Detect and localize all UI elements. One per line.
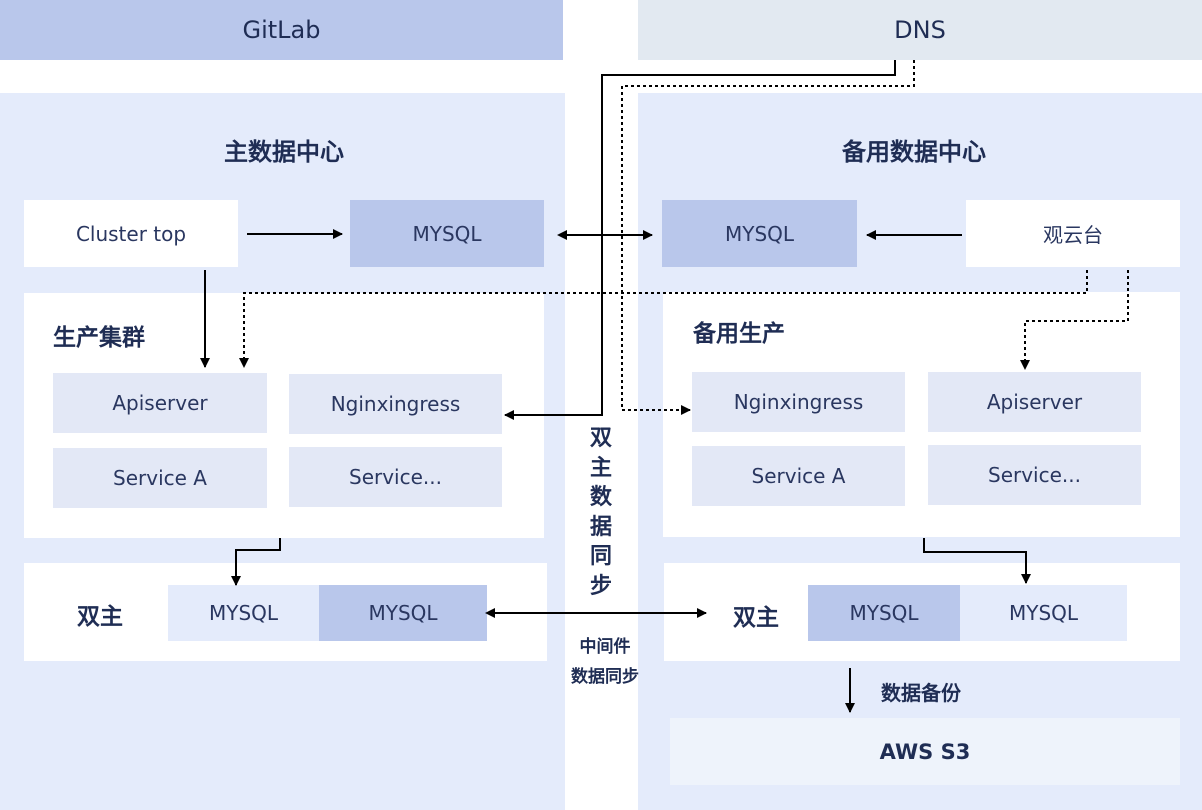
backup-dual-mysql-b: MYSQL: [960, 585, 1127, 641]
backup-dual-master-label: 双主: [733, 605, 779, 631]
middleware-sync-label: 中间件 数据同步: [571, 637, 639, 687]
dns-banner: DNS: [638, 0, 1202, 60]
backup-dual-mysql-a: MYSQL: [808, 585, 960, 641]
primary-service-a: Service A: [53, 448, 267, 508]
primary-nginxingress: Nginxingress: [289, 374, 502, 434]
dns-label: DNS: [894, 16, 946, 44]
data-backup-label: 数据备份: [881, 681, 961, 705]
backup-mysql-node: MYSQL: [662, 200, 857, 267]
cluster-top-node: Cluster top: [24, 200, 238, 267]
primary-dual-mysql-b: MYSQL: [319, 585, 487, 641]
console-node: 观云台: [966, 200, 1180, 267]
primary-mysql-node: MYSQL: [350, 200, 544, 267]
backup-apiserver: Apiserver: [928, 372, 1141, 432]
gitlab-banner: GitLab: [0, 0, 563, 60]
primary-prod-title: 生产集群: [53, 325, 145, 351]
primary-service-more: Service...: [289, 447, 502, 507]
primary-apiserver: Apiserver: [53, 373, 267, 433]
backup-prod-title: 备用生产: [693, 321, 785, 347]
aws-s3-node: AWS S3: [670, 718, 1180, 785]
dual-master-sync-label: 双主数据同步: [589, 426, 612, 599]
backup-datacenter-title: 备用数据中心: [842, 138, 986, 166]
primary-dual-mysql-a: MYSQL: [168, 585, 319, 641]
backup-service-a: Service A: [692, 446, 905, 506]
backup-service-more: Service...: [928, 445, 1141, 505]
gitlab-label: GitLab: [242, 16, 321, 44]
primary-datacenter-title: 主数据中心: [224, 138, 344, 166]
backup-nginxingress: Nginxingress: [692, 372, 905, 432]
primary-dual-master-label: 双主: [77, 604, 123, 630]
